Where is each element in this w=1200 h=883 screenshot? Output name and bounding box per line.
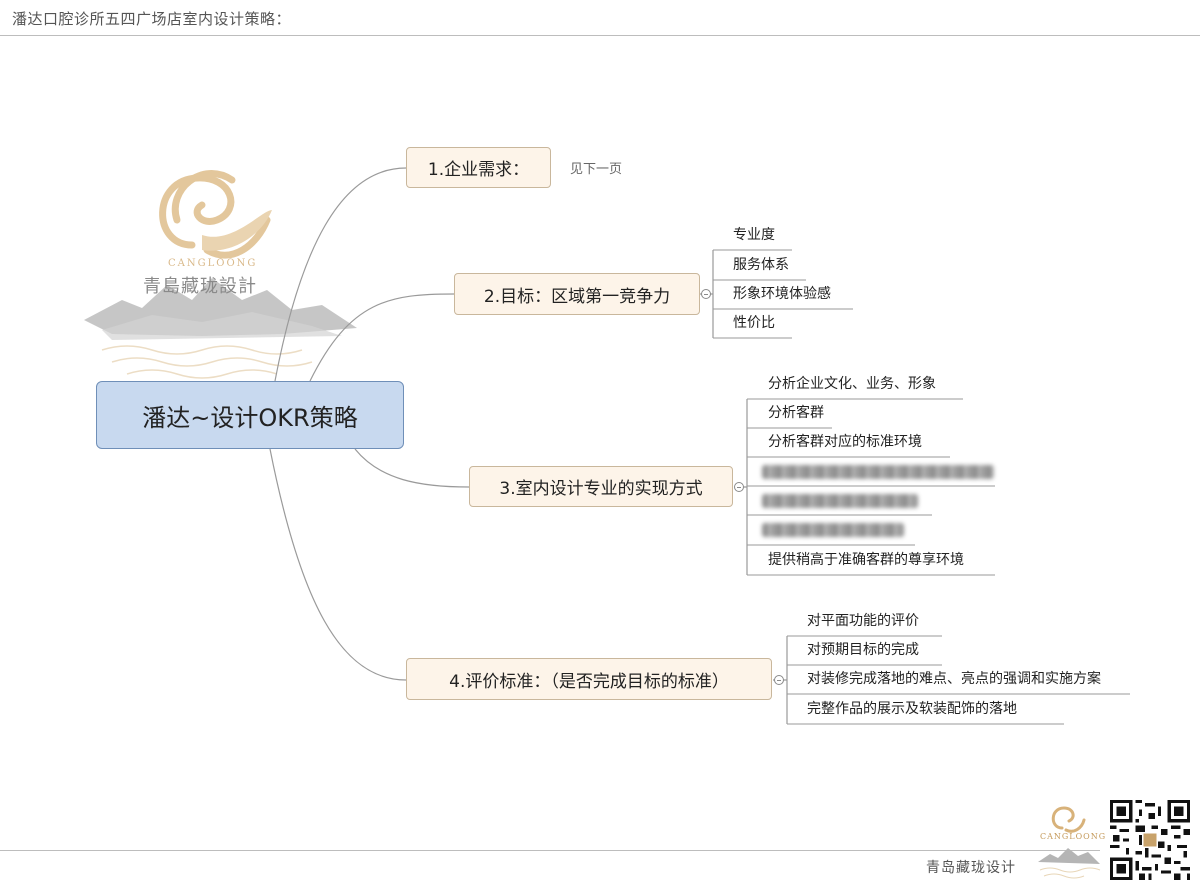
connector-branch-2 xyxy=(309,293,455,382)
collapse-branch-2-icon[interactable] xyxy=(701,289,711,299)
branch-node-4[interactable]: 4.评价标准：（是否完成目标的标准） xyxy=(406,658,772,700)
branch-node-2[interactable]: 2.目标：区域第一竞争力 xyxy=(454,273,700,315)
connector-branch-3 xyxy=(354,448,470,488)
leaf-2-2[interactable]: 服务体系 xyxy=(733,257,789,273)
leaf-4-4[interactable]: 完整作品的展示及软装配饰的落地 xyxy=(807,701,1017,717)
leaf-3-4-redacted xyxy=(762,465,994,479)
leaf-3-3[interactable]: 分析客群对应的标准环境 xyxy=(768,434,922,450)
root-node[interactable]: 潘达~设计OKR策略 xyxy=(96,381,404,449)
leaf-3-2[interactable]: 分析客群 xyxy=(768,405,824,421)
leaf-4-3[interactable]: 对装修完成落地的难点、亮点的强调和实施方案 xyxy=(807,671,1101,687)
page-title: 潘达口腔诊所五四广场店室内设计策略： xyxy=(12,10,292,28)
collapse-branch-4-icon[interactable] xyxy=(774,675,784,685)
branch-node-3[interactable]: 3.室内设计专业的实现方式 xyxy=(469,466,733,507)
header-divider xyxy=(0,35,1200,36)
connector-branch-1 xyxy=(274,167,407,382)
collapse-branch-3-icon[interactable] xyxy=(734,482,744,492)
leaf-4-1[interactable]: 对平面功能的评价 xyxy=(807,613,919,629)
footer-brand-en: CANGLOONG xyxy=(1040,832,1107,841)
leaf-2-3[interactable]: 形象环境体验感 xyxy=(733,286,831,302)
leaf-4-2[interactable]: 对预期目标的完成 xyxy=(807,642,919,658)
footer-brand-cn: 青岛藏珑设计 xyxy=(926,860,1016,876)
leaf-2-4[interactable]: 性价比 xyxy=(733,315,775,331)
leaf-3-1[interactable]: 分析企业文化、业务、形象 xyxy=(768,376,936,392)
leaf-3-5-redacted xyxy=(762,494,918,508)
branch-1-note: 见下一页 xyxy=(570,162,623,177)
leaf-3-6-redacted xyxy=(762,523,904,537)
leaf-3-7[interactable]: 提供稍高于准确客群的尊享环境 xyxy=(768,552,964,568)
branch-node-1[interactable]: 1.企业需求： xyxy=(406,147,551,188)
footer-logo-icon xyxy=(1038,806,1101,879)
watermark-brand-en: CANGLOONG xyxy=(168,258,258,269)
footer-divider xyxy=(0,850,1100,851)
leaf-2-1[interactable]: 专业度 xyxy=(733,227,775,243)
watermark-brand-cn: 青島藏珑設計 xyxy=(143,276,257,297)
connector-branch-4 xyxy=(269,448,407,681)
qr-code-icon[interactable] xyxy=(1110,800,1190,880)
